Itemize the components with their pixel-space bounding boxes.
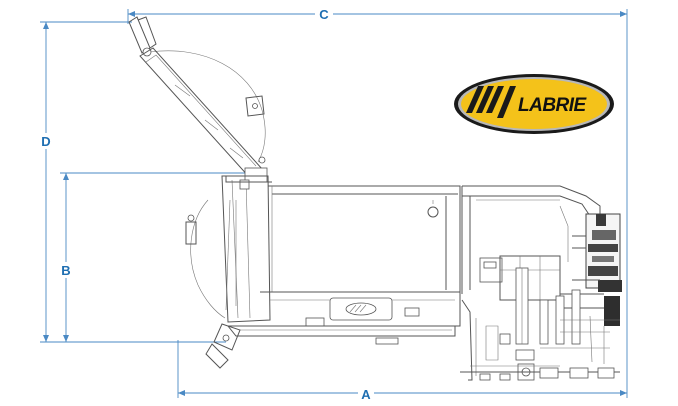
dimension-c: C [127,6,628,398]
truck-cab [460,185,622,381]
truck-body [185,175,461,369]
raised-lift-arm [128,16,268,183]
labrie-logo: LABRIE [454,74,614,134]
dimension-d: D [38,21,226,343]
dimension-d-label: D [41,134,50,149]
logo-wordmark: LABRIE [518,95,588,116]
dimension-a: A [177,340,627,402]
dimension-a-label: A [361,387,371,402]
dimension-c-label: C [319,7,329,22]
dimension-b-label: B [61,263,70,278]
dimension-b: B [58,172,258,342]
